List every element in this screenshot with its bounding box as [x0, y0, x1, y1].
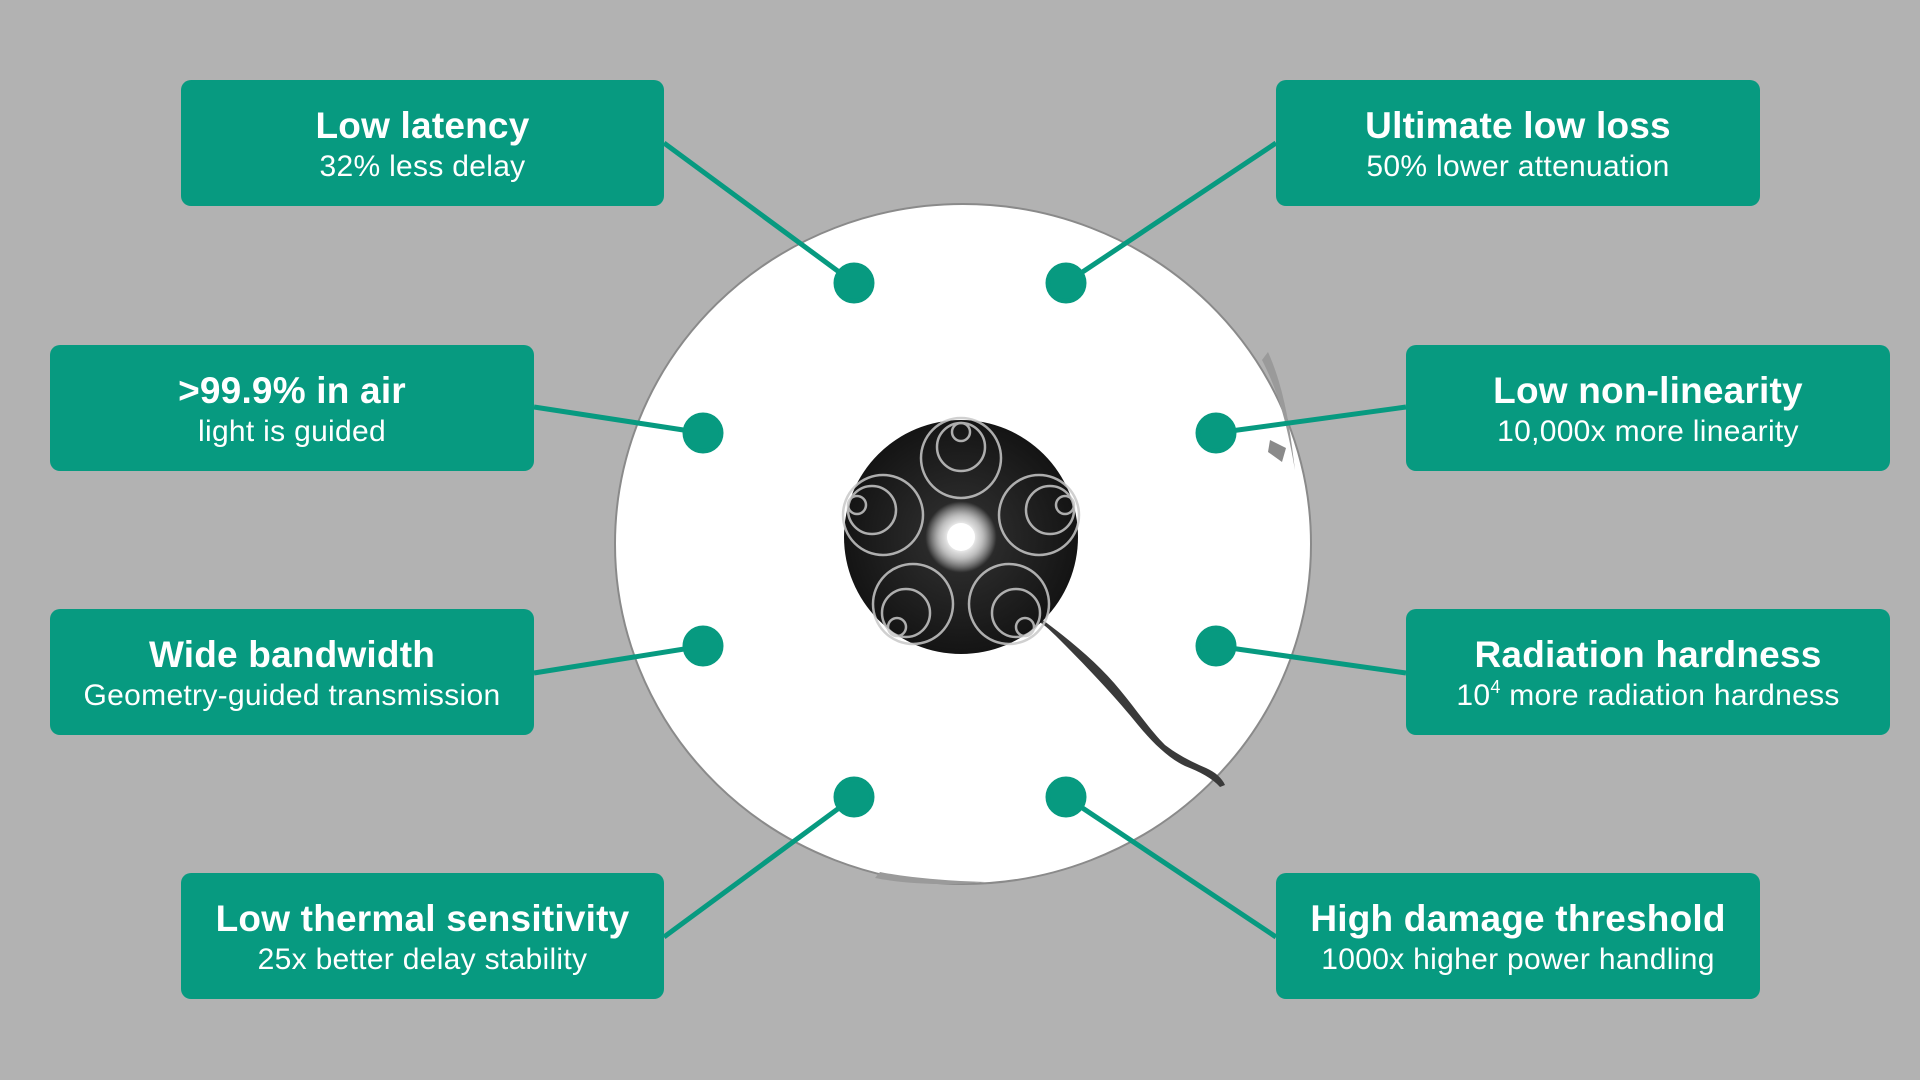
connector-line-low-non-linearity [1215, 404, 1407, 436]
feature-card-ultimate-low-loss: Ultimate low loss 50% lower attenuation [1276, 80, 1760, 206]
feature-subtitle: 25x better delay stability [257, 943, 588, 976]
feature-subtitle: 1000x higher power handling [1321, 943, 1715, 976]
connector-dot-low-latency [833, 262, 875, 304]
connector-dot-ultimate-low-loss [1045, 262, 1087, 304]
feature-subtitle: 10,000x more linearity [1497, 415, 1799, 448]
feature-card-wide-bandwidth: Wide bandwidth Geometry-guided transmiss… [50, 609, 534, 735]
feature-subtitle: 32% less delay [319, 150, 526, 183]
feature-card-low-latency: Low latency 32% less delay [181, 80, 664, 206]
feature-card-low-non-linearity: Low non-linearity 10,000x more linearity [1406, 345, 1890, 471]
connector-line-wide-bandwidth [533, 643, 704, 676]
connector-line-high-damage-threshold [1064, 794, 1278, 940]
connector-dot-low-non-linearity [1195, 412, 1237, 454]
feature-title: Wide bandwidth [148, 634, 436, 675]
connectors [533, 140, 1407, 940]
connector-line-low-latency [662, 140, 856, 286]
feature-subtitle: Geometry-guided transmission [83, 679, 501, 712]
feature-subtitle: 104 more radiation hardness [1456, 677, 1839, 715]
feature-card-radiation-hardness: Radiation hardness 104 more radiation ha… [1406, 609, 1890, 735]
feature-card-low-thermal-sensitivity: Low thermal sensitivity 25x better delay… [181, 873, 664, 999]
feature-title: High damage threshold [1310, 898, 1726, 939]
feature-subtitle: light is guided [198, 415, 386, 448]
feature-card-in-air: >99.9% in air light is guided [50, 345, 534, 471]
feature-title: Low thermal sensitivity [215, 898, 630, 939]
connector-dot-in-air [682, 412, 724, 454]
connector-dot-wide-bandwidth [682, 625, 724, 667]
feature-title: Radiation hardness [1474, 634, 1822, 675]
connector-line-ultimate-low-loss [1064, 140, 1278, 286]
fiber-crack [1036, 618, 1225, 787]
connector-line-radiation-hardness [1215, 643, 1407, 676]
feature-card-high-damage-threshold: High damage threshold 1000x higher power… [1276, 873, 1760, 999]
connector-dot-radiation-hardness [1195, 625, 1237, 667]
feature-title: >99.9% in air [178, 370, 406, 411]
connector-dot-low-thermal-sensitivity [833, 776, 875, 818]
feature-title: Low non-linearity [1493, 370, 1803, 411]
feature-title: Low latency [315, 105, 530, 146]
connector-line-low-thermal-sensitivity [662, 794, 856, 940]
subtitle-base: 10 [1456, 679, 1491, 712]
feature-title: Ultimate low loss [1365, 105, 1671, 146]
subtitle-rest: more radiation hardness [1500, 679, 1840, 712]
connector-dot-high-damage-threshold [1045, 776, 1087, 818]
connector-line-in-air [533, 404, 704, 436]
feature-subtitle: 50% lower attenuation [1366, 150, 1670, 183]
fiber-core [841, 416, 1081, 654]
subtitle-exponent: 4 [1490, 677, 1501, 697]
